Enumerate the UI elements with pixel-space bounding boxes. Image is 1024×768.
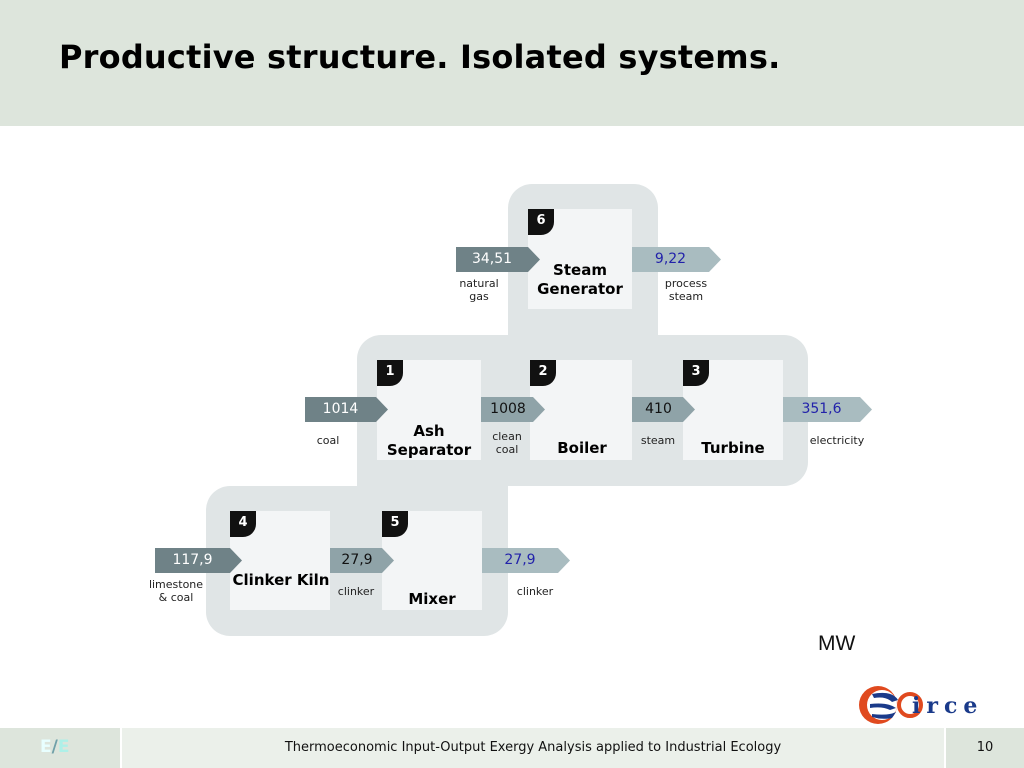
circe-logo-icon: [859, 686, 923, 724]
process-label: Turbine: [701, 439, 765, 457]
footer-left-panel: [0, 728, 120, 768]
flow-arrow-limestone-coal: 117,9: [155, 548, 242, 573]
process-label: Boiler: [557, 439, 607, 457]
slide-header: [0, 0, 1024, 126]
flow-label: steam: [640, 434, 676, 447]
process-number-badge: 1: [377, 360, 403, 386]
flow-label: coal: [316, 434, 340, 447]
flow-label: natural gas: [459, 277, 499, 303]
footer-center-panel: [122, 728, 944, 768]
flow-label: process steam: [664, 277, 708, 303]
flow-label: electricity: [809, 434, 865, 447]
process-number-badge: 2: [530, 360, 556, 386]
logo-text: irce: [912, 693, 984, 719]
footer-brand: E/E: [40, 737, 69, 757]
footer-brand-e2: E: [57, 737, 70, 757]
group-bridge-top-bg: [508, 330, 658, 360]
unit-label: MW: [818, 632, 856, 655]
flow-arrow-clinker-internal: 27,9: [330, 548, 394, 573]
flow-arrow-process-steam: 9,22: [632, 247, 721, 272]
flow-arrow-steam: 410: [632, 397, 695, 422]
footer-brand-e1: E: [40, 737, 52, 757]
process-label: Ash Separator: [386, 422, 472, 459]
flow-label: limestone & coal: [148, 578, 204, 604]
process-number-badge: 4: [230, 511, 256, 537]
process-label: Mixer: [408, 590, 456, 608]
slide-title: Productive structure. Isolated systems.: [59, 38, 781, 76]
flow-arrow-clinker-output: 27,9: [482, 548, 570, 573]
process-number-badge: 5: [382, 511, 408, 537]
process-label: Clinker Kiln: [232, 571, 330, 589]
footer-brand-slash: /: [51, 737, 58, 757]
process-number-badge: 6: [528, 209, 554, 235]
flow-arrow-coal: 1014: [305, 397, 388, 422]
flow-label: clinker: [337, 585, 375, 598]
flow-arrow-electricity: 351,6: [783, 397, 872, 422]
flow-arrow-natural-gas: 34,51: [456, 247, 540, 272]
flow-label: clean coal: [492, 430, 522, 456]
footer-text: Thermoeconomic Input-Output Exergy Analy…: [284, 740, 782, 755]
flow-arrow-clean-coal: 1008: [481, 397, 545, 422]
process-label: Steam Generator: [537, 261, 623, 298]
process-number-badge: 3: [683, 360, 709, 386]
footer-right-panel: [946, 728, 1024, 768]
flow-label: clinker: [516, 585, 554, 598]
group-bridge-bg: [357, 460, 508, 510]
page-number: 10: [976, 740, 994, 755]
